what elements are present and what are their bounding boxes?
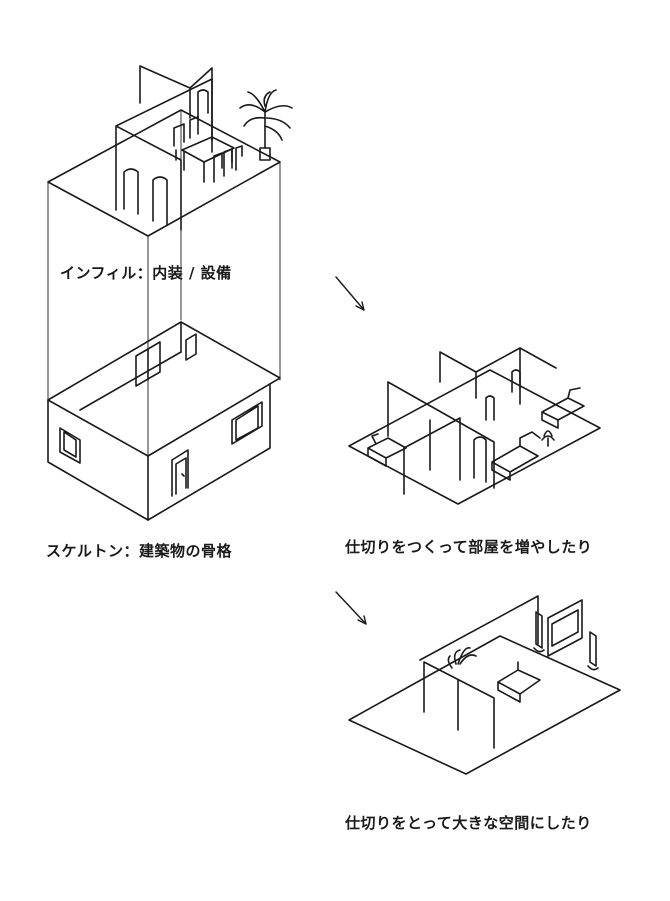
skeleton-label: スケルトン：建築物の骨格 (46, 542, 233, 560)
skeleton-right-wall (147, 321, 271, 521)
dining-table (173, 116, 243, 183)
infill-door-left (123, 168, 139, 215)
infill-floor-plate (47, 109, 281, 237)
partitioned-back-wall (439, 347, 557, 405)
infill-label: インフィル：内装 / 設備 (60, 264, 232, 282)
partitioned-cross-wall (403, 417, 461, 495)
partitioned-door-1 (473, 436, 487, 483)
open-floor (348, 635, 621, 775)
partitioned-floor (348, 369, 601, 505)
partitioned-illustration (348, 347, 601, 505)
skeleton-back-small-window (185, 333, 197, 361)
open-back-wall (419, 595, 539, 661)
open-speaker-left (533, 611, 545, 653)
skeleton-floor-line (79, 351, 182, 411)
infill-illustration (47, 65, 293, 237)
skeleton-top-rim (47, 321, 281, 457)
plant-icon (541, 430, 555, 447)
projection-lines (47, 109, 281, 481)
partitioned-center-wall (387, 381, 495, 489)
partitioned-bed-left (367, 433, 407, 467)
partitioned-bed-right (541, 387, 585, 429)
plant-icon (239, 89, 293, 161)
partitioned-door-3 (485, 395, 495, 421)
partitioned-bed-center (491, 431, 541, 481)
open-speaker-right (587, 631, 599, 671)
infill-door-right (152, 176, 168, 226)
skeleton-illustration (47, 321, 281, 521)
open-tv (547, 599, 583, 657)
skeleton-side-window (231, 401, 263, 445)
infill-back-partition (139, 65, 213, 141)
open-space-illustration (348, 595, 621, 775)
skeleton-left-wall (47, 399, 149, 521)
plant-icon (447, 647, 477, 669)
skeleton-front-window (59, 427, 81, 464)
infill-door-back (197, 89, 209, 119)
partitioned-door-2 (511, 369, 521, 393)
arrow-icon (335, 276, 365, 311)
open-sofa (497, 661, 541, 703)
arrow-icon (335, 591, 367, 625)
skeleton-door (171, 449, 189, 497)
add-partitions-caption: 仕切りをつくって部屋を増やしたり (345, 538, 593, 556)
skeleton-back-window (135, 341, 161, 387)
open-partition (423, 661, 495, 749)
remove-partitions-caption: 仕切りをとって大きな空間にしたり (345, 814, 592, 832)
